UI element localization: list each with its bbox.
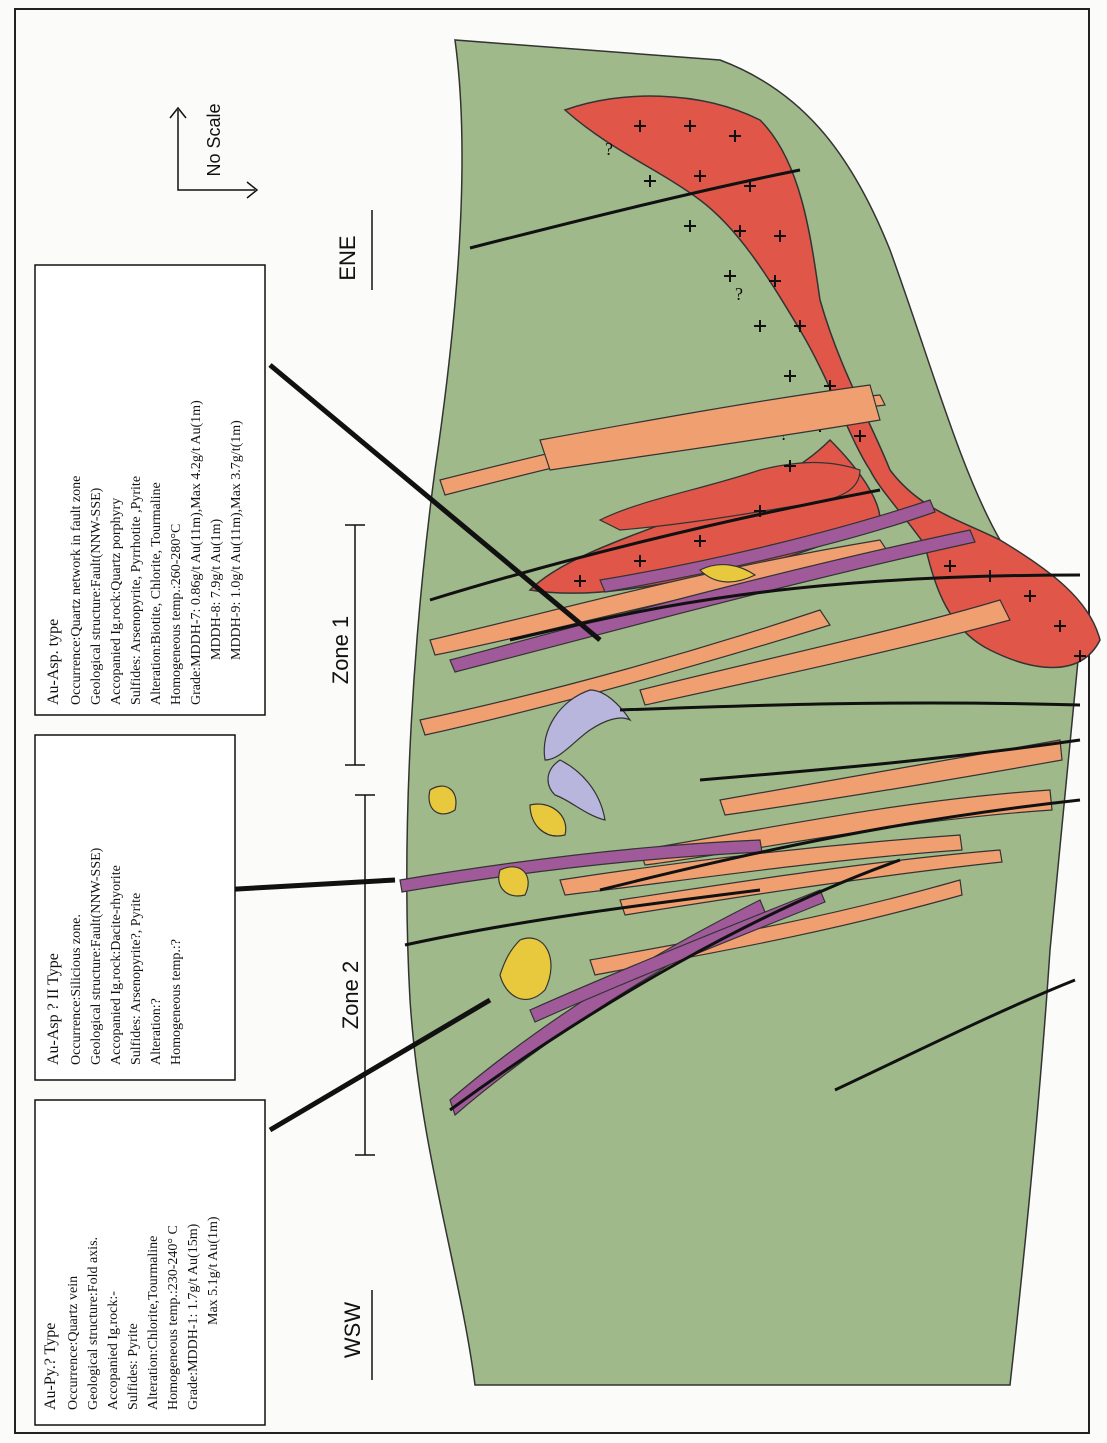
box-line: Accopanied Ig.rock:Quartz porphyry bbox=[109, 498, 124, 705]
zone-2-label: Zone 2 bbox=[338, 961, 363, 1030]
box-title: Au-Py.? Type bbox=[42, 1323, 59, 1410]
box-line: Grade:MDDH-1: 1.7g/t Au(15m) bbox=[186, 1223, 201, 1410]
zone-1-label: Zone 1 bbox=[328, 616, 353, 685]
direction-left-label: WSW bbox=[340, 1302, 365, 1358]
direction-right-label: ENE bbox=[335, 235, 360, 280]
box-line: Geological structure:Fault(NNW-SSE) bbox=[89, 487, 104, 705]
box-line: Alteration:? bbox=[149, 998, 164, 1065]
box-line: MDDH-8: 7.9g/t Au(1m) bbox=[209, 519, 224, 661]
question-mark: ? bbox=[605, 139, 613, 159]
box-line: MDDH-9: 1.0g/t Au(11m),Max 3.7g/t(1m) bbox=[229, 420, 244, 660]
box-line: Sulfides: Pyrite bbox=[126, 1323, 141, 1410]
box-line: Geological structure:Fold axis. bbox=[86, 1237, 101, 1410]
box-line: Accopanied Ig.rock:- bbox=[106, 1291, 121, 1410]
info-box-au-asp: Au-Asp. type Occurrence:Quartz network i… bbox=[35, 265, 265, 715]
box-title: Au-Asp. type bbox=[45, 619, 62, 705]
box-line: Alteration:Biotite, Chlorite, Tourmaline bbox=[149, 482, 164, 705]
box-line: Homogeneous temp.:230-240° C bbox=[166, 1225, 181, 1410]
box-line: Homogeneous temp.:260-280°C bbox=[169, 524, 184, 705]
box-line: Geological structure:Fault(NNW-SSE) bbox=[89, 847, 104, 1065]
box-line: Grade:MDDH-7: 0.86g/t Au(11m),Max 4.2g/t… bbox=[189, 400, 204, 705]
box-line: Accopanied Ig.rock:Dacite-rhyorite bbox=[109, 865, 124, 1065]
no-scale-label: No Scale bbox=[204, 103, 224, 176]
box-line: Alteration:Chlorite,Tourmaline bbox=[146, 1236, 161, 1410]
box-line: Occurrence:Quartz network in fault zone bbox=[69, 476, 84, 705]
box-title: Au-Asp ? II Type bbox=[45, 953, 62, 1065]
question-mark: ? bbox=[735, 284, 743, 304]
box-line: Sulfides: Arsenopyrite, Pyrrhotite ,Pyri… bbox=[129, 476, 144, 705]
info-box-au-asp2: Au-Asp ? II Type Occurrence:Silicious zo… bbox=[35, 735, 235, 1080]
box-line: Occurrence:Silicious zone. bbox=[69, 914, 84, 1065]
box-line: Max 5.1g/t Au(1m) bbox=[206, 1216, 221, 1325]
box-line: Homogeneous temp.:? bbox=[169, 939, 184, 1065]
box-line: Sulfides: Arsenopyrite?, Pyrite bbox=[129, 893, 144, 1065]
info-box-au-py: Au-Py.? Type Occurrence:Quartz vein Geol… bbox=[35, 1100, 265, 1425]
box-line: Occurrence:Quartz vein bbox=[66, 1276, 81, 1410]
